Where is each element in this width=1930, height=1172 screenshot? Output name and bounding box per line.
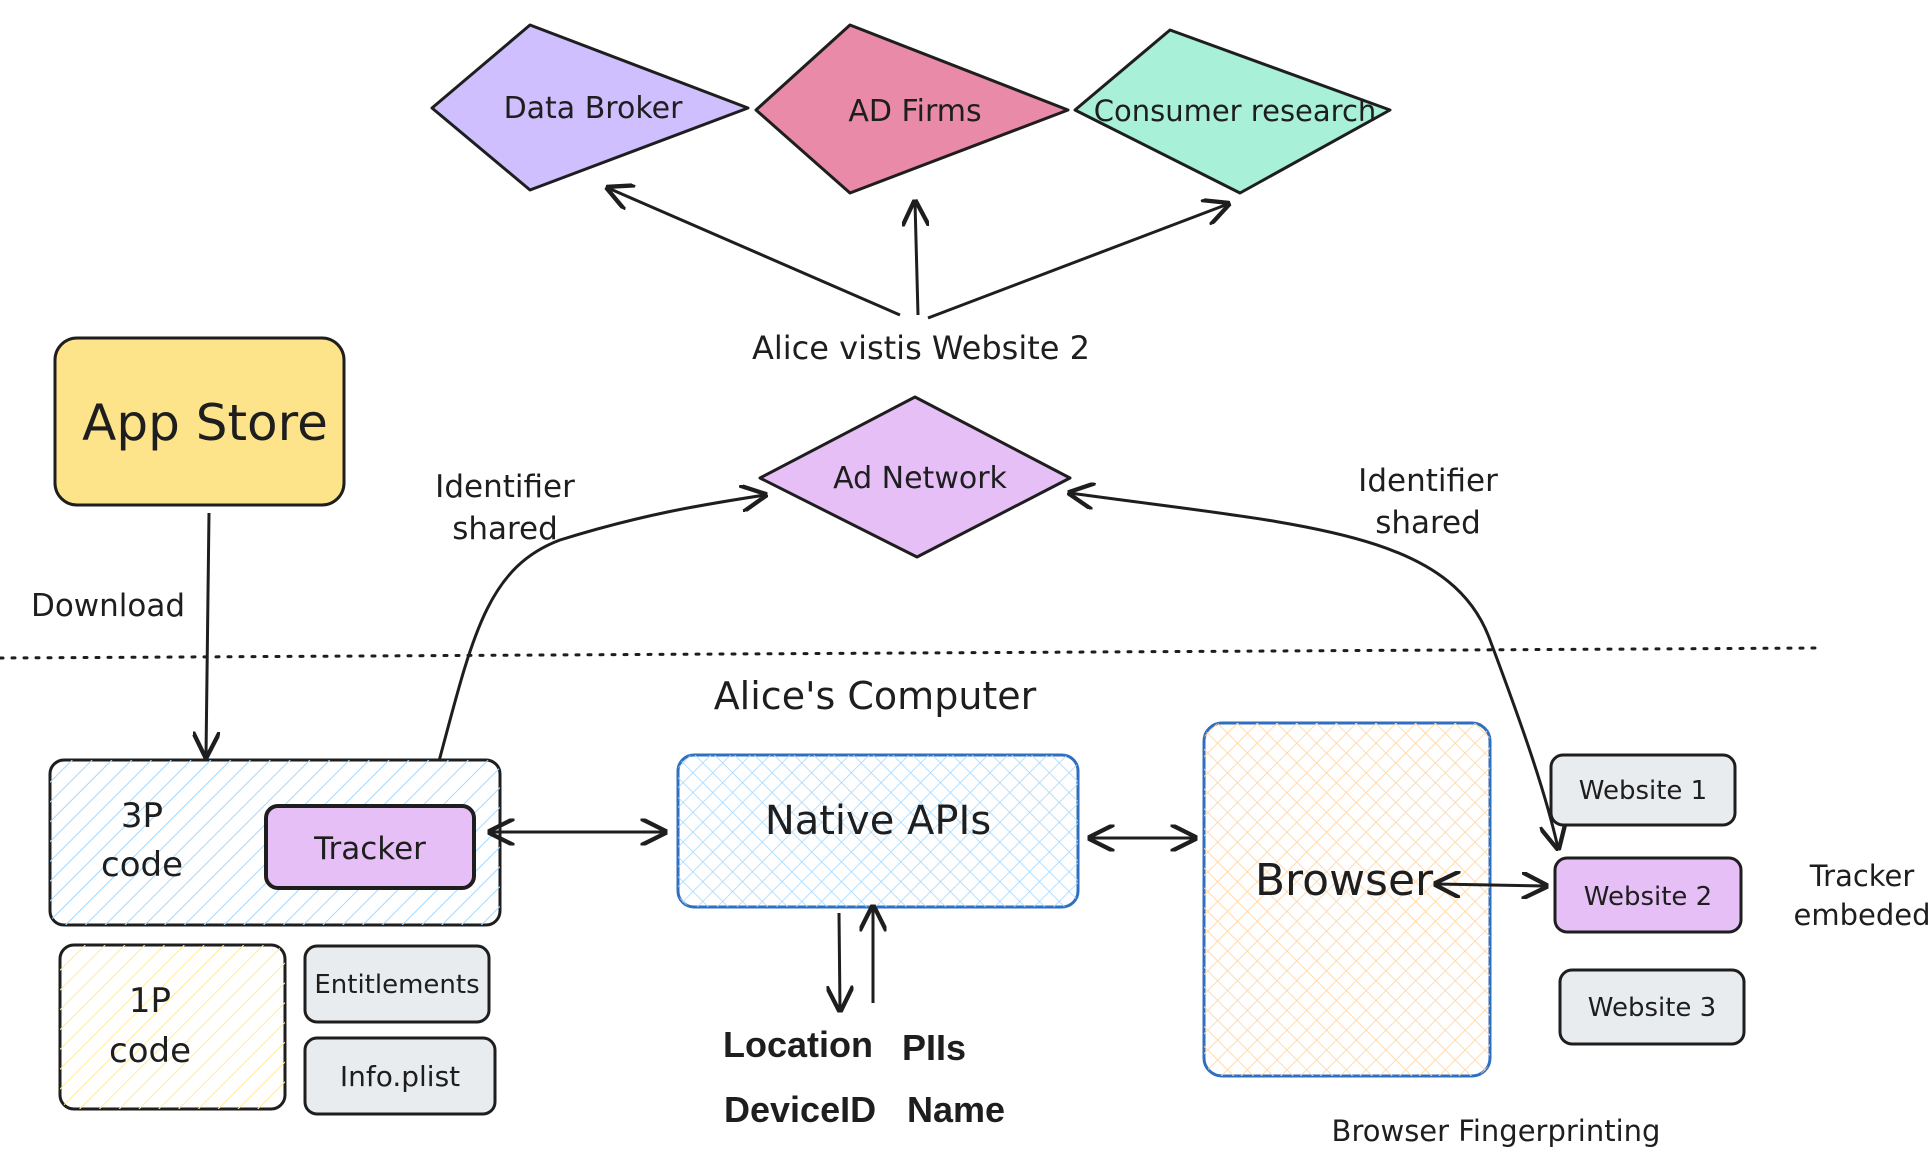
svg-text:Website 2: Website 2 bbox=[1584, 882, 1712, 912]
svg-text:Identifier: Identifier bbox=[1358, 463, 1498, 499]
alice-visits-label: Alice vistis Website 2 bbox=[752, 329, 1090, 367]
svg-text:Website 3: Website 3 bbox=[1588, 993, 1716, 1023]
app-store-label: App Store bbox=[82, 394, 328, 452]
download-label: Download bbox=[31, 588, 185, 624]
svg-text:code: code bbox=[101, 845, 183, 885]
svg-text:shared: shared bbox=[452, 511, 558, 547]
app-store-node: App Store bbox=[53, 336, 346, 507]
browser-website2-arrow bbox=[1436, 884, 1546, 886]
alice-computer-label: Alice's Computer bbox=[714, 674, 1037, 718]
ad-firms-node: AD Firms bbox=[754, 23, 1070, 195]
entitlements-box: Entitlements bbox=[303, 944, 491, 1024]
device-id-label: DeviceID bbox=[724, 1089, 876, 1130]
website-2-box: Website 2 bbox=[1553, 856, 1743, 934]
identifier-shared-left: Identifier shared bbox=[435, 469, 575, 547]
svg-text:3P: 3P bbox=[121, 796, 163, 836]
data-items: Location PIIs DeviceID Name bbox=[723, 1024, 1005, 1130]
first-party-code-box: 1P code bbox=[58, 943, 287, 1111]
adnetwork-website2-arrow bbox=[1070, 493, 1558, 848]
website-1-box: Website 1 bbox=[1549, 753, 1737, 827]
info-plist-box: Info.plist bbox=[303, 1036, 497, 1116]
consumer-research-node: Consumer research bbox=[1073, 28, 1392, 195]
native-apis-label: Native APIs bbox=[765, 798, 991, 844]
ad-firms-label: AD Firms bbox=[848, 94, 981, 129]
data-broker-label: Data Broker bbox=[504, 91, 684, 126]
svg-text:embeded: embeded bbox=[1794, 898, 1930, 932]
tracker-adnetwork-arrow bbox=[428, 495, 765, 802]
website-3-box: Website 3 bbox=[1558, 968, 1746, 1046]
svg-text:shared: shared bbox=[1375, 505, 1481, 541]
tracker-label: Tracker bbox=[313, 831, 426, 867]
piis-label: PIIs bbox=[902, 1027, 966, 1068]
browser-label: Browser bbox=[1255, 855, 1434, 906]
consumer-research-label: Consumer research bbox=[1094, 94, 1377, 128]
identifier-shared-right: Identifier shared bbox=[1358, 463, 1498, 541]
download-arrow bbox=[206, 512, 209, 756]
native-down-arrow bbox=[839, 912, 840, 1010]
browser-box: Browser bbox=[1202, 721, 1492, 1078]
entitlements-label: Entitlements bbox=[314, 970, 479, 1000]
info-plist-label: Info.plist bbox=[340, 1060, 460, 1093]
browser-fingerprinting-label: Browser Fingerprinting bbox=[1332, 1114, 1661, 1148]
tracker-node: Tracker bbox=[264, 804, 476, 890]
location-label: Location bbox=[723, 1024, 873, 1065]
data-broker-node: Data Broker bbox=[430, 23, 750, 192]
svg-text:Identifier: Identifier bbox=[435, 469, 575, 505]
svg-text:Website 1: Website 1 bbox=[1579, 776, 1707, 806]
visit-to-consumers-arrows bbox=[608, 188, 1228, 320]
svg-text:code: code bbox=[109, 1031, 191, 1071]
ad-network-node: Ad Network bbox=[758, 395, 1072, 559]
svg-text:Tracker: Tracker bbox=[1809, 859, 1915, 893]
ad-network-label: Ad Network bbox=[833, 461, 1007, 496]
native-apis-box: Native APIs bbox=[676, 753, 1080, 909]
name-label: Name bbox=[907, 1089, 1005, 1130]
tracker-embedded-label: Tracker embeded bbox=[1794, 859, 1930, 932]
computer-boundary bbox=[0, 646, 1822, 660]
svg-text:1P: 1P bbox=[129, 981, 171, 1021]
